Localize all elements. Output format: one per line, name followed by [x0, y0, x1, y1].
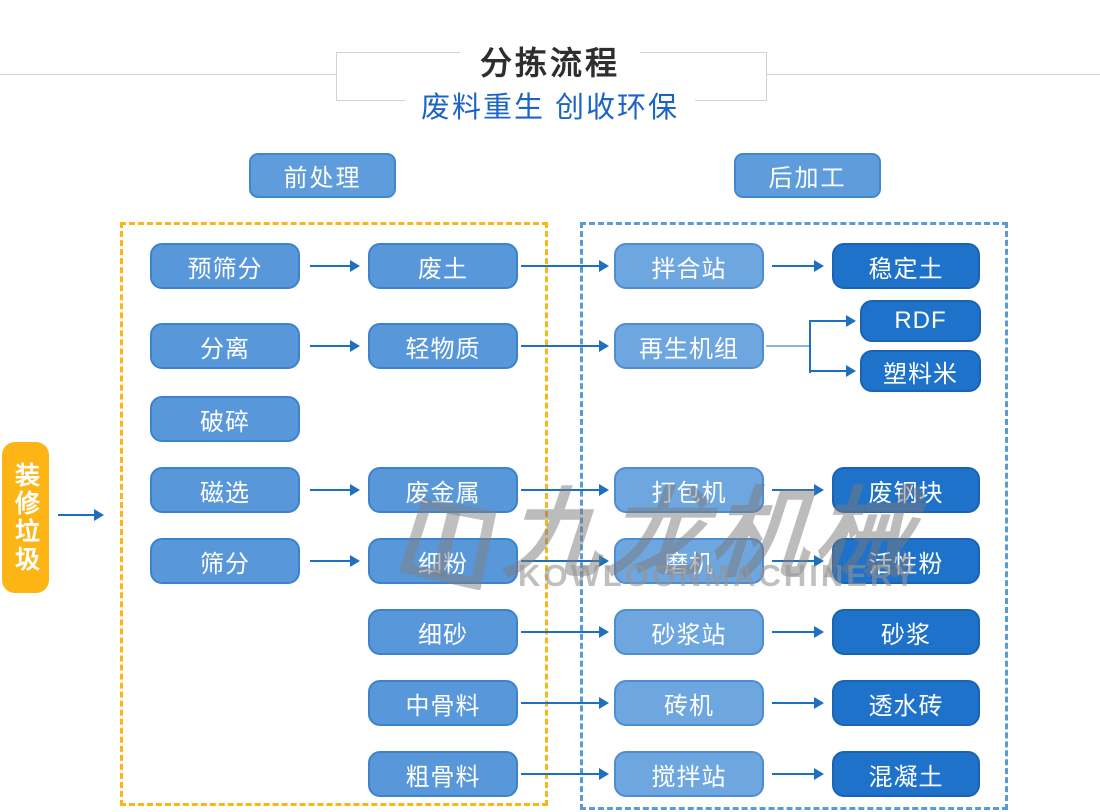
node-magnetic-separation: 磁选: [150, 467, 300, 513]
node-mortar-station: 砂浆站: [614, 609, 764, 655]
node-stabilized-soil: 稳定土: [832, 243, 980, 289]
node-light-material: 轻物质: [368, 323, 518, 369]
flow-arrow: [772, 555, 824, 567]
flow-arrow: [521, 260, 609, 272]
node-permeable-brick: 透水砖: [832, 680, 980, 726]
page-subtitle: 废料重生 创收环保: [404, 84, 696, 126]
flow-arrow: [772, 697, 824, 709]
flow-arrow: [772, 260, 824, 272]
node-screening: 筛分: [150, 538, 300, 584]
node-fine-powder: 细粉: [368, 538, 518, 584]
flow-arrow: [310, 555, 360, 567]
page-title: 分拣流程: [459, 38, 640, 84]
node-rdf: RDF: [860, 300, 981, 342]
flow-arrow: [521, 484, 609, 496]
flow-arrow: [310, 484, 360, 496]
post-processing-region: [580, 222, 1008, 810]
node-separation: 分离: [150, 323, 300, 369]
node-mixing-station: 拌合站: [614, 243, 764, 289]
flow-arrow: [521, 697, 609, 709]
source-decoration-waste: 装修垃圾: [2, 442, 49, 593]
node-medium-aggregate: 中骨料: [368, 680, 518, 726]
flow-arrow: [810, 315, 856, 327]
node-waste-soil: 废土: [368, 243, 518, 289]
node-brick-machine: 砖机: [614, 680, 764, 726]
flow-arrow: [310, 260, 360, 272]
flow-arrow: [521, 555, 609, 567]
node-scrap-metal: 废金属: [368, 467, 518, 513]
flow-arrow: [521, 340, 609, 352]
pre-processing-region: [120, 222, 548, 806]
node-concrete: 混凝土: [832, 751, 980, 797]
node-regeneration-unit: 再生机组: [614, 323, 764, 369]
node-scrap-steel-block: 废钢块: [832, 467, 980, 513]
node-mortar: 砂浆: [832, 609, 980, 655]
flow-arrow: [810, 365, 856, 377]
arrow-source-to-pre: [58, 509, 104, 521]
branch-stub-line: [766, 345, 810, 347]
flow-arrow: [772, 626, 824, 638]
node-pre-screening: 预筛分: [150, 243, 300, 289]
flow-arrow: [521, 768, 609, 780]
flow-arrow: [772, 484, 824, 496]
flow-arrow: [310, 340, 360, 352]
node-plastic-pellets: 塑料米: [860, 350, 981, 392]
section-post-processing: 后加工: [734, 153, 881, 198]
node-baler: 打包机: [614, 467, 764, 513]
section-pre-processing: 前处理: [249, 153, 396, 198]
node-coarse-aggregate: 粗骨料: [368, 751, 518, 797]
branch-vertical-line: [809, 320, 811, 373]
node-mill: 磨机: [614, 538, 764, 584]
flow-arrow: [521, 626, 609, 638]
node-concrete-mixing-station: 搅拌站: [614, 751, 764, 797]
flow-arrow: [772, 768, 824, 780]
node-crushing: 破碎: [150, 396, 300, 442]
node-active-powder: 活性粉: [832, 538, 980, 584]
node-fine-sand: 细砂: [368, 609, 518, 655]
